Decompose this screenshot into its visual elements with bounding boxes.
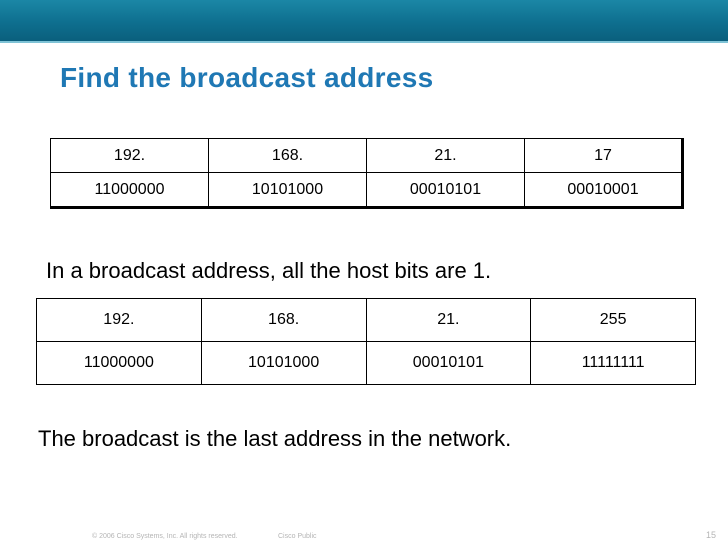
table-cell: 00010101 [365, 341, 532, 385]
copyright-notice: © 2006 Cisco Systems, Inc. All rights re… [92, 533, 238, 540]
host-bits-statement: In a broadcast address, all the host bit… [46, 258, 492, 283]
table-row: 11000000 10101000 00010101 11111111 [36, 341, 696, 385]
table-cell: 00010101 [366, 172, 525, 208]
table-cell: 192. [50, 138, 209, 173]
table-row: 192. 168. 21. 255 [36, 298, 696, 342]
page-number: 15 [706, 530, 717, 540]
table-cell: 21. [366, 138, 525, 173]
header-divider [0, 41, 728, 43]
table-cell: 255 [530, 298, 696, 342]
table-cell: 21. [365, 298, 532, 342]
table-row: 192. 168. 21. 17 [50, 138, 683, 173]
table-cell: 192. [36, 298, 202, 342]
table-cell: 168. [200, 298, 367, 342]
last-address-statement: The broadcast is the last address in the… [38, 426, 512, 451]
table-cell: 10101000 [208, 172, 367, 208]
slide-title: Find the broadcast address [60, 62, 434, 93]
table-cell: 10101000 [200, 341, 367, 385]
table-cell: 168. [208, 138, 367, 173]
address-table: 192. 168. 21. 17 11000000 10101000 00010… [50, 138, 684, 209]
table-cell: 00010001 [524, 172, 683, 208]
table-cell: 11000000 [50, 172, 209, 208]
table-row: 11000000 10101000 00010101 00010001 [50, 172, 683, 208]
classification-label: Cisco Public [278, 533, 317, 540]
table-cell: 11000000 [36, 341, 202, 385]
table-cell: 17 [524, 138, 683, 173]
broadcast-table: 192. 168. 21. 255 11000000 10101000 0001… [36, 298, 696, 385]
header-band [0, 0, 728, 41]
table-cell: 11111111 [530, 341, 696, 385]
